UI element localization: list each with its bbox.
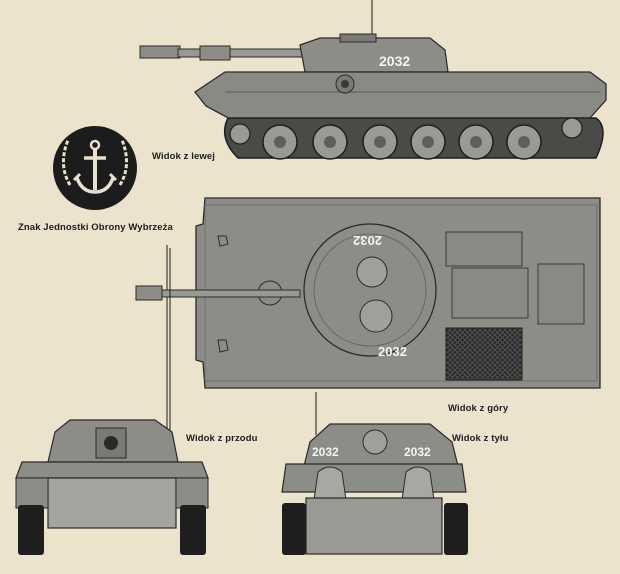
trim-vane bbox=[47, 477, 177, 529]
side-view-drawing bbox=[139, 0, 607, 160]
top-view-drawing bbox=[135, 197, 601, 445]
hull-rear bbox=[305, 497, 443, 555]
rear-number-right: 2032 bbox=[404, 445, 431, 459]
water-jet-right bbox=[401, 466, 435, 501]
track-rear-left bbox=[282, 503, 306, 555]
track-front-left bbox=[18, 505, 44, 555]
wheel-hub bbox=[324, 136, 336, 148]
turret-hatch-rear bbox=[362, 429, 388, 455]
rear-number-left: 2032 bbox=[312, 445, 339, 459]
front-view-label: Widok z przodu bbox=[186, 433, 258, 444]
engine-deck-panel bbox=[537, 263, 585, 325]
engine-grille bbox=[445, 327, 523, 381]
wheel-hub bbox=[422, 136, 434, 148]
turret-ring bbox=[303, 223, 437, 357]
anchor-wreath-icon bbox=[62, 139, 128, 194]
top-view-label: Widok z góry bbox=[448, 403, 509, 414]
gun-barrel bbox=[177, 48, 309, 58]
hull-emblem-center bbox=[341, 80, 349, 88]
unit-emblem bbox=[53, 126, 137, 210]
gun-barrel-top bbox=[149, 289, 301, 298]
hull-rear-top bbox=[281, 463, 467, 493]
hull-number-top: 2032 bbox=[378, 344, 407, 359]
idler-wheel bbox=[229, 123, 251, 145]
track-rear-right bbox=[444, 503, 468, 555]
rear-view-label: Widok z tyłu bbox=[452, 433, 509, 444]
rear-view-drawing bbox=[281, 392, 468, 555]
hull bbox=[194, 71, 607, 121]
hatch bbox=[339, 33, 377, 43]
turret-inner bbox=[313, 233, 427, 347]
hull-front-top bbox=[15, 461, 209, 479]
wheel-hub bbox=[518, 136, 530, 148]
gun-bore bbox=[104, 436, 118, 450]
muzzle-brake-top bbox=[135, 285, 163, 301]
water-jet-left bbox=[313, 466, 347, 501]
wheel-hub bbox=[274, 136, 286, 148]
engine-deck-panel bbox=[445, 231, 523, 267]
muzzle-brake bbox=[139, 45, 181, 59]
fume-extractor bbox=[199, 45, 231, 61]
hull-side-left bbox=[15, 477, 49, 509]
hull-number-side: 2032 bbox=[379, 53, 410, 69]
road-wheels bbox=[229, 117, 583, 160]
wheel-hub bbox=[470, 136, 482, 148]
engine-deck-panel bbox=[451, 267, 529, 319]
front-view-drawing bbox=[15, 248, 209, 555]
side-view-label: Widok z lewej bbox=[152, 151, 215, 162]
track-front-right bbox=[180, 505, 206, 555]
hull-side-right bbox=[175, 477, 209, 509]
idler-wheel bbox=[561, 117, 583, 139]
emblem-caption: Znak Jednostki Obrony Wybrzeża bbox=[18, 222, 173, 233]
hull-number-top-rear: 2032 bbox=[353, 233, 382, 248]
wheel-hub bbox=[374, 136, 386, 148]
loader-hatch bbox=[359, 299, 393, 333]
tow-hooks bbox=[217, 235, 229, 353]
turret bbox=[299, 37, 449, 73]
commander-hatch bbox=[356, 256, 388, 288]
